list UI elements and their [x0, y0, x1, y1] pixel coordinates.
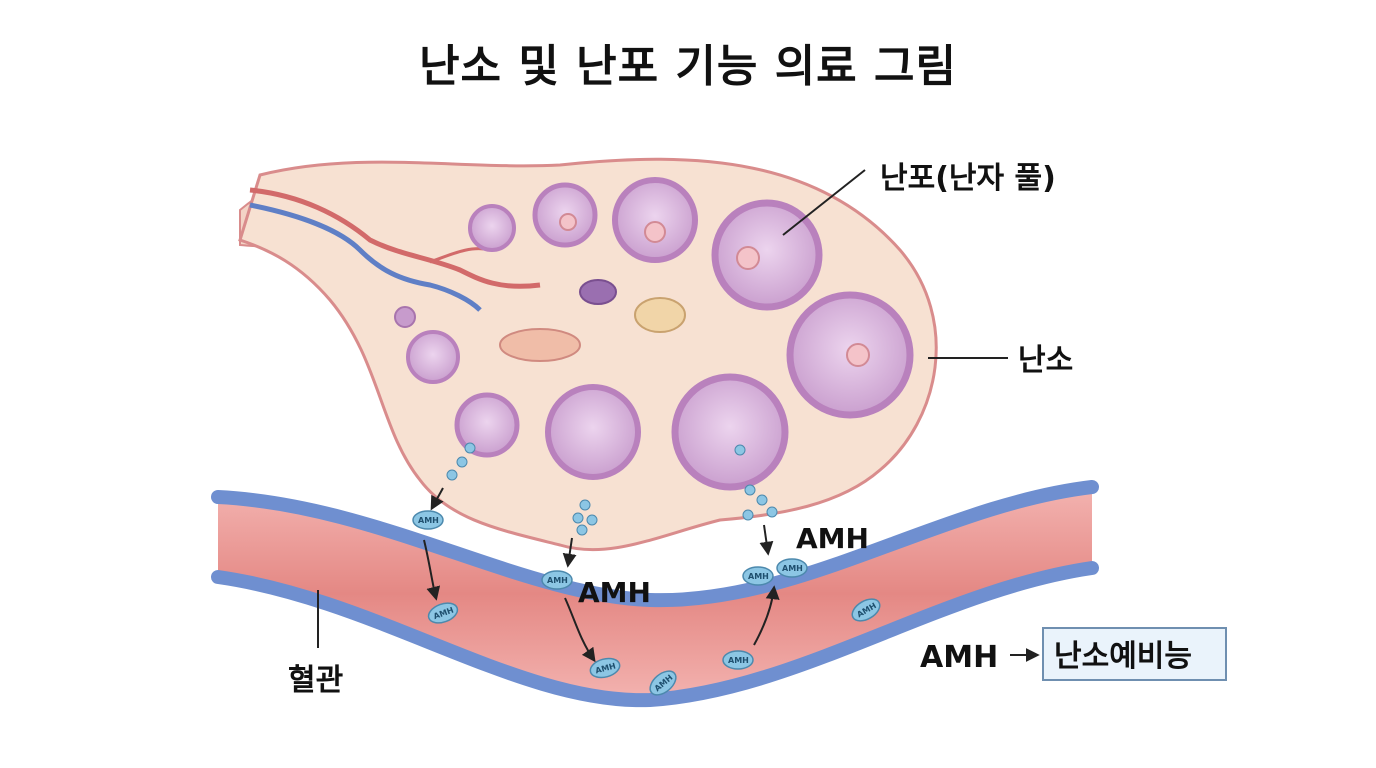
amh-chip: AMH [589, 657, 621, 679]
mature-oocyte [846, 343, 870, 367]
amh-chip: AMH [427, 602, 459, 624]
antral-follicle-large [711, 199, 823, 311]
amh-chip: AMH [742, 566, 774, 586]
reserve-box [1042, 627, 1227, 681]
secreting-follicle-2 [545, 384, 641, 480]
reserve-label: 난소예비능 [1054, 639, 1192, 674]
vessel-wall-bottom [211, 561, 1099, 708]
primary-oocyte [559, 213, 577, 231]
vein [249, 202, 482, 312]
secondary-follicle [612, 177, 698, 263]
corpus-luteum [499, 328, 581, 362]
label-ovary: 난소 [1018, 343, 1073, 378]
amh-droplets [446, 442, 778, 536]
svg-text:AMH: AMH [782, 564, 803, 573]
secreting-follicle-3 [671, 373, 789, 491]
corpus-albicans [634, 297, 686, 333]
leader-follicle [782, 169, 866, 236]
amh-arrows [423, 487, 1040, 663]
arrow-2 [423, 539, 441, 601]
amh-chip: AMH [541, 570, 573, 590]
amh-chip: AMH [649, 670, 677, 696]
amh-chip: AMH [776, 558, 808, 578]
amh-chip: AMH [412, 510, 444, 530]
vessel-wall-top [211, 480, 1099, 608]
artery [249, 187, 541, 289]
primordial-follicle [468, 204, 516, 252]
label-amh-1: AMH [796, 522, 869, 555]
secondary-oocyte [644, 221, 666, 243]
follicles [394, 177, 914, 491]
arrow-4 [564, 597, 596, 663]
arrow-5 [759, 524, 774, 556]
amh-chip: AMH [851, 598, 881, 622]
arrow-3 [562, 537, 577, 568]
svg-text:AMH: AMH [728, 656, 749, 665]
arrow-1 [430, 487, 444, 511]
arrow-6 [753, 585, 780, 646]
amh-chip: AMH [722, 650, 754, 670]
label-amh-result: AMH [920, 640, 998, 675]
label-vessel: 혈관 [288, 663, 343, 698]
degenerating-follicle [579, 279, 617, 305]
svg-text:AMH: AMH [418, 516, 439, 525]
page-title: 난소 및 난포 기능 의료 그림 [419, 41, 957, 92]
svg-text:AMH: AMH [547, 576, 568, 585]
svg-text:AMH: AMH [748, 572, 769, 581]
small-follicle [394, 306, 416, 328]
antral-oocyte-large [736, 246, 760, 270]
secreting-follicle-1 [454, 392, 520, 458]
amh-chips: AMH AMH AMH AMH AMH AMH AMH AMH AMH [412, 510, 881, 696]
label-amh-2: AMH [578, 576, 651, 609]
label-follicle: 난포(난자 풀) [880, 161, 1056, 196]
early-antral-follicle [406, 330, 460, 384]
